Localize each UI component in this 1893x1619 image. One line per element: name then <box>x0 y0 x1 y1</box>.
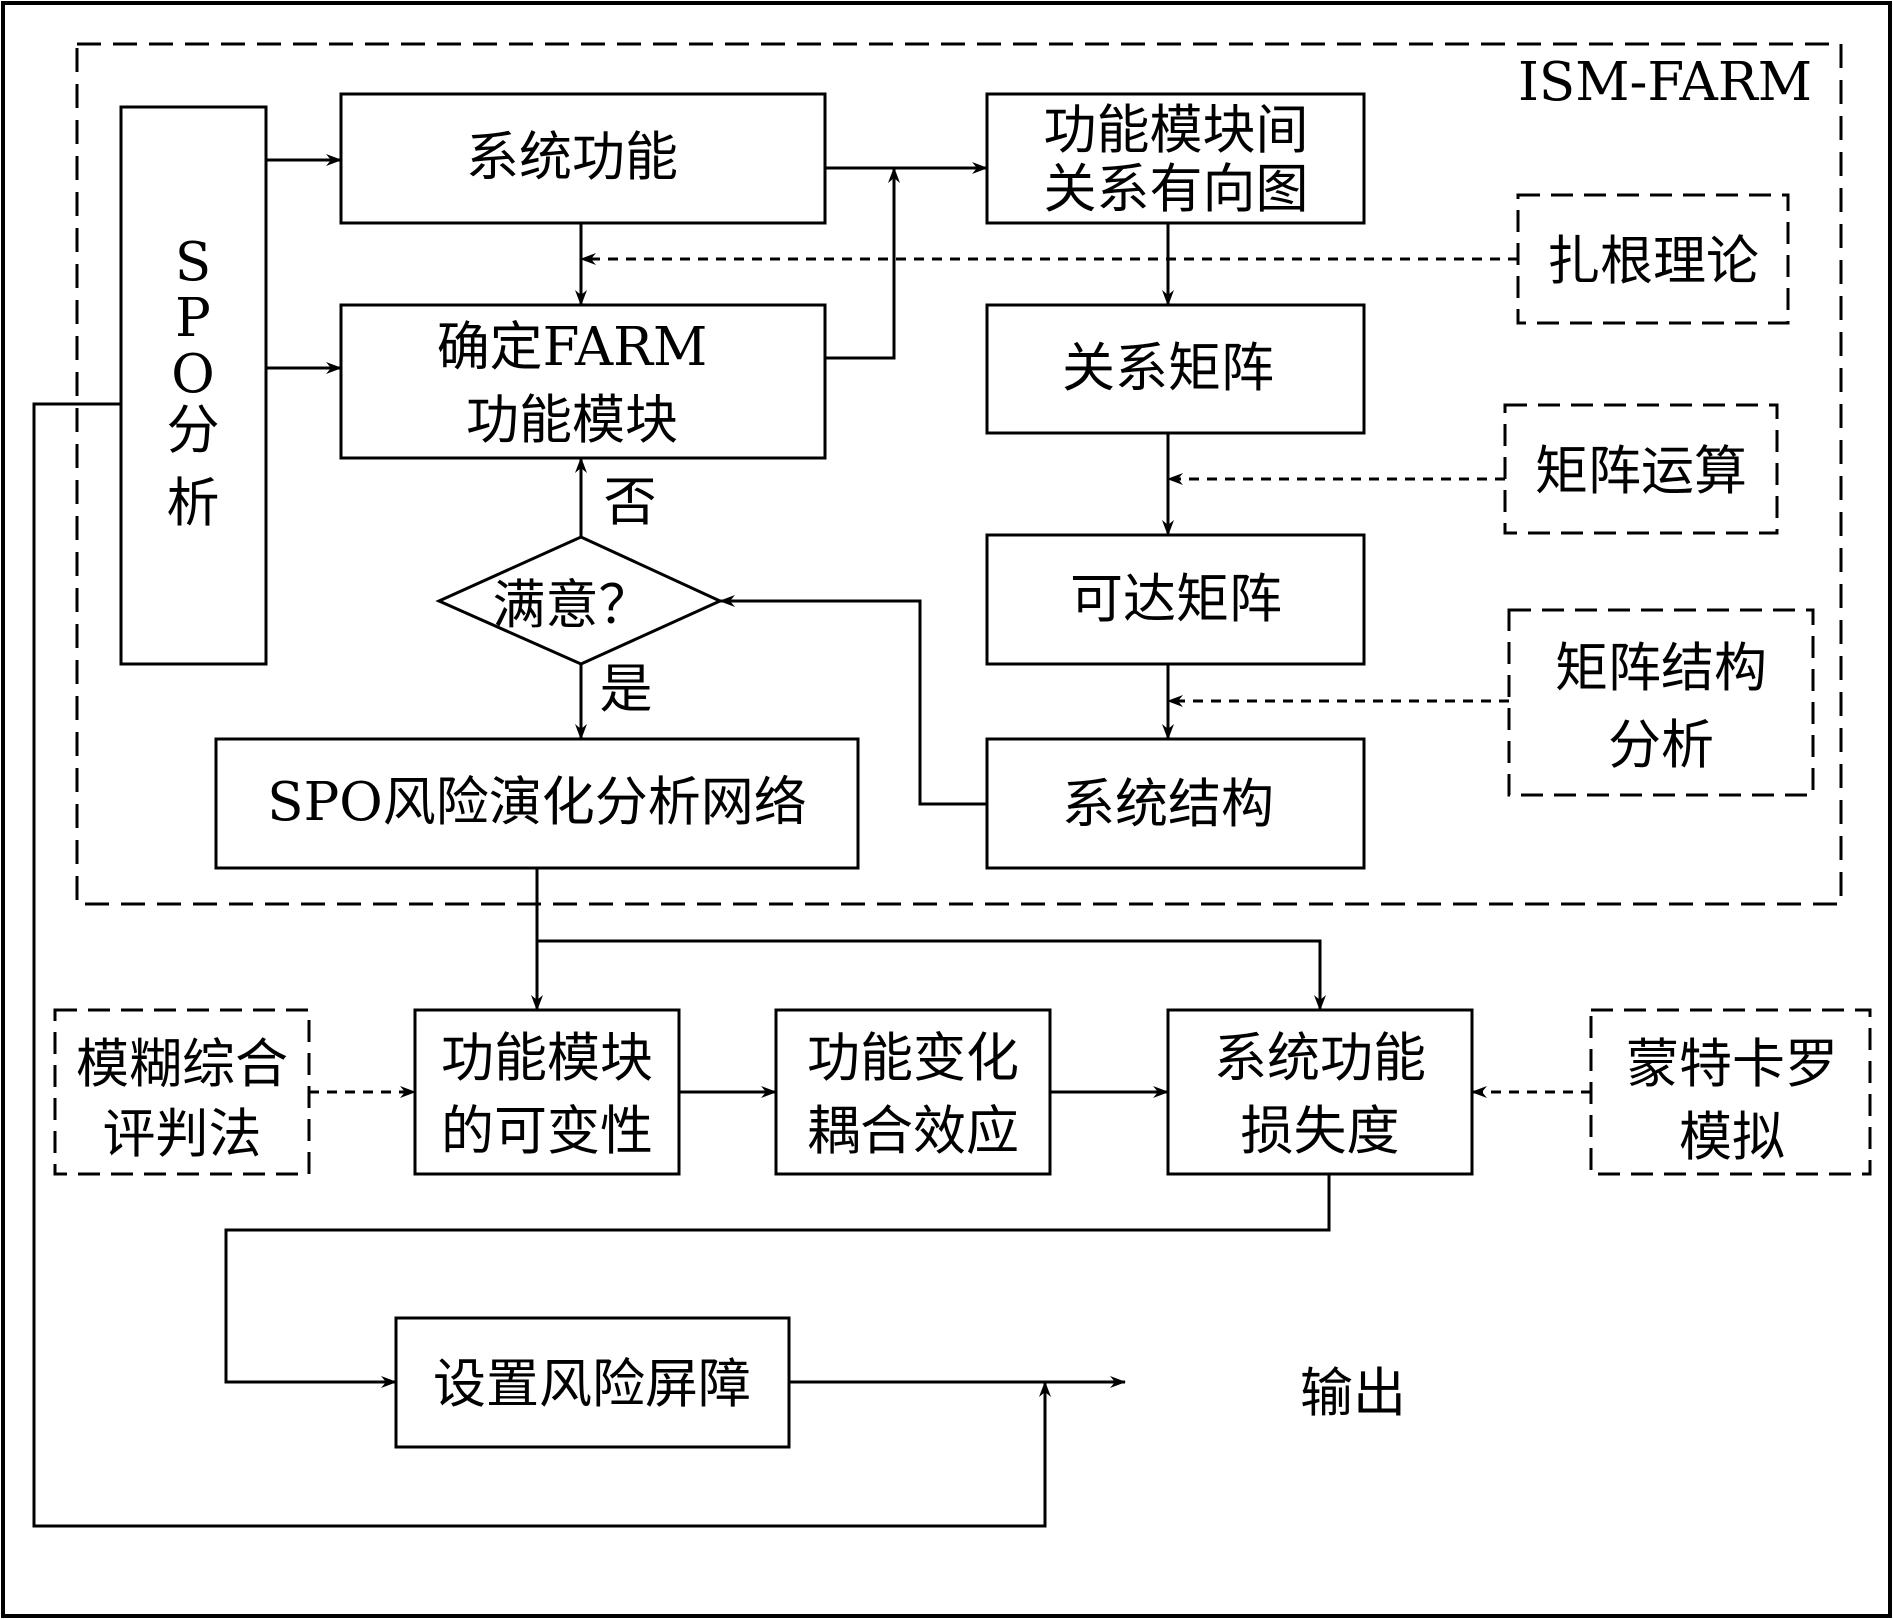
coupling-effect-label-line2: 耦合效应 <box>807 1101 1019 1162</box>
matrix-structure-label-line2: 分析 <box>1608 715 1714 776</box>
system-structure-label: 系统结构 <box>1062 774 1274 835</box>
determine-farm-label-line1: 确定FARM <box>437 317 708 378</box>
spo-analysis-node: S P O 分 析 <box>119 105 268 666</box>
spo-risk-network-node: SPO风险演化分析网络 <box>214 737 860 870</box>
zagen-theory-node: 扎根理论 <box>1516 193 1790 325</box>
fuzzy-evaluation-label-line2: 评判法 <box>103 1104 262 1165</box>
module-variability-node: 功能模块 的可变性 <box>413 1008 681 1176</box>
reachability-matrix-node: 可达矩阵 <box>985 533 1366 666</box>
monte-carlo-label-line2: 模拟 <box>1679 1107 1785 1168</box>
yes-branch-label: 是 <box>600 659 653 720</box>
spo-risk-network-label: SPO风险演化分析网络 <box>267 772 806 833</box>
frame-label: ISM-FARM <box>1518 52 1812 113</box>
spo-char-5: 析 <box>167 473 220 534</box>
output-label: 输出 <box>1300 1363 1406 1424</box>
monte-carlo-node: 蒙特卡罗 模拟 <box>1589 1008 1872 1176</box>
ism-farm-frame <box>75 42 1843 906</box>
arrow-structure-to-satisfied <box>719 595 987 806</box>
matrix-operation-label: 矩阵运算 <box>1535 441 1747 502</box>
arrow-network-to-function-loss <box>537 939 1326 1011</box>
connectors <box>32 154 1591 1528</box>
coupling-effect-label-line1: 功能变化 <box>807 1028 1019 1089</box>
risk-barrier-label: 设置风险屏障 <box>433 1354 751 1415</box>
fuzzy-evaluation-label-line1: 模糊综合 <box>76 1034 288 1095</box>
arrow-spo-loop-to-output <box>32 402 1051 1528</box>
set-risk-barrier-node: 设置风险屏障 <box>394 1316 791 1449</box>
reachability-matrix-label: 可达矩阵 <box>1070 569 1282 630</box>
spo-char-2: P <box>175 288 211 349</box>
fuzzy-evaluation-node: 模糊综合 评判法 <box>53 1008 311 1176</box>
matrix-operation-node: 矩阵运算 <box>1503 403 1779 535</box>
relation-matrix-label: 关系矩阵 <box>1062 338 1274 399</box>
system-function-loss-node: 系统功能 损失度 <box>1166 1008 1474 1176</box>
zagen-theory-label: 扎根理论 <box>1547 231 1759 292</box>
spo-char-1: S <box>175 232 211 293</box>
system-function-node: 系统功能 <box>339 92 827 225</box>
arrow-loss-to-risk-barrier <box>224 1174 1331 1388</box>
module-variability-label-line2: 的可变性 <box>441 1101 653 1162</box>
system-structure-node: 系统结构 <box>985 737 1366 870</box>
matrix-structure-label-line1: 矩阵结构 <box>1555 638 1767 699</box>
relation-matrix-node: 关系矩阵 <box>985 303 1366 435</box>
spo-char-4: 分 <box>167 400 220 461</box>
function-loss-label-line2: 损失度 <box>1241 1101 1400 1162</box>
module-variability-label-line1: 功能模块 <box>441 1028 653 1089</box>
module-relation-digraph-node: 功能模块间 关系有向图 <box>985 92 1366 225</box>
no-branch-label: 否 <box>604 472 657 533</box>
spo-char-3: O <box>171 344 214 405</box>
determine-farm-modules-node: 确定FARM 功能模块 <box>339 303 827 460</box>
coupling-effect-node: 功能变化 耦合效应 <box>774 1008 1052 1176</box>
matrix-structure-analysis-node: 矩阵结构 分析 <box>1507 608 1815 797</box>
function-loss-label-line1: 系统功能 <box>1214 1028 1426 1089</box>
satisfied-label: 满意？ <box>493 575 652 636</box>
digraph-label-line2: 关系有向图 <box>1044 159 1309 220</box>
arrow-determine-farm-to-digraph-line <box>825 167 900 360</box>
system-function-label: 系统功能 <box>466 127 678 188</box>
determine-farm-label-line2: 功能模块 <box>466 390 678 451</box>
satisfied-decision-node: 满意？ <box>435 535 724 666</box>
digraph-label-line1: 功能模块间 <box>1044 100 1309 161</box>
monte-carlo-label-line1: 蒙特卡罗 <box>1626 1034 1838 1095</box>
